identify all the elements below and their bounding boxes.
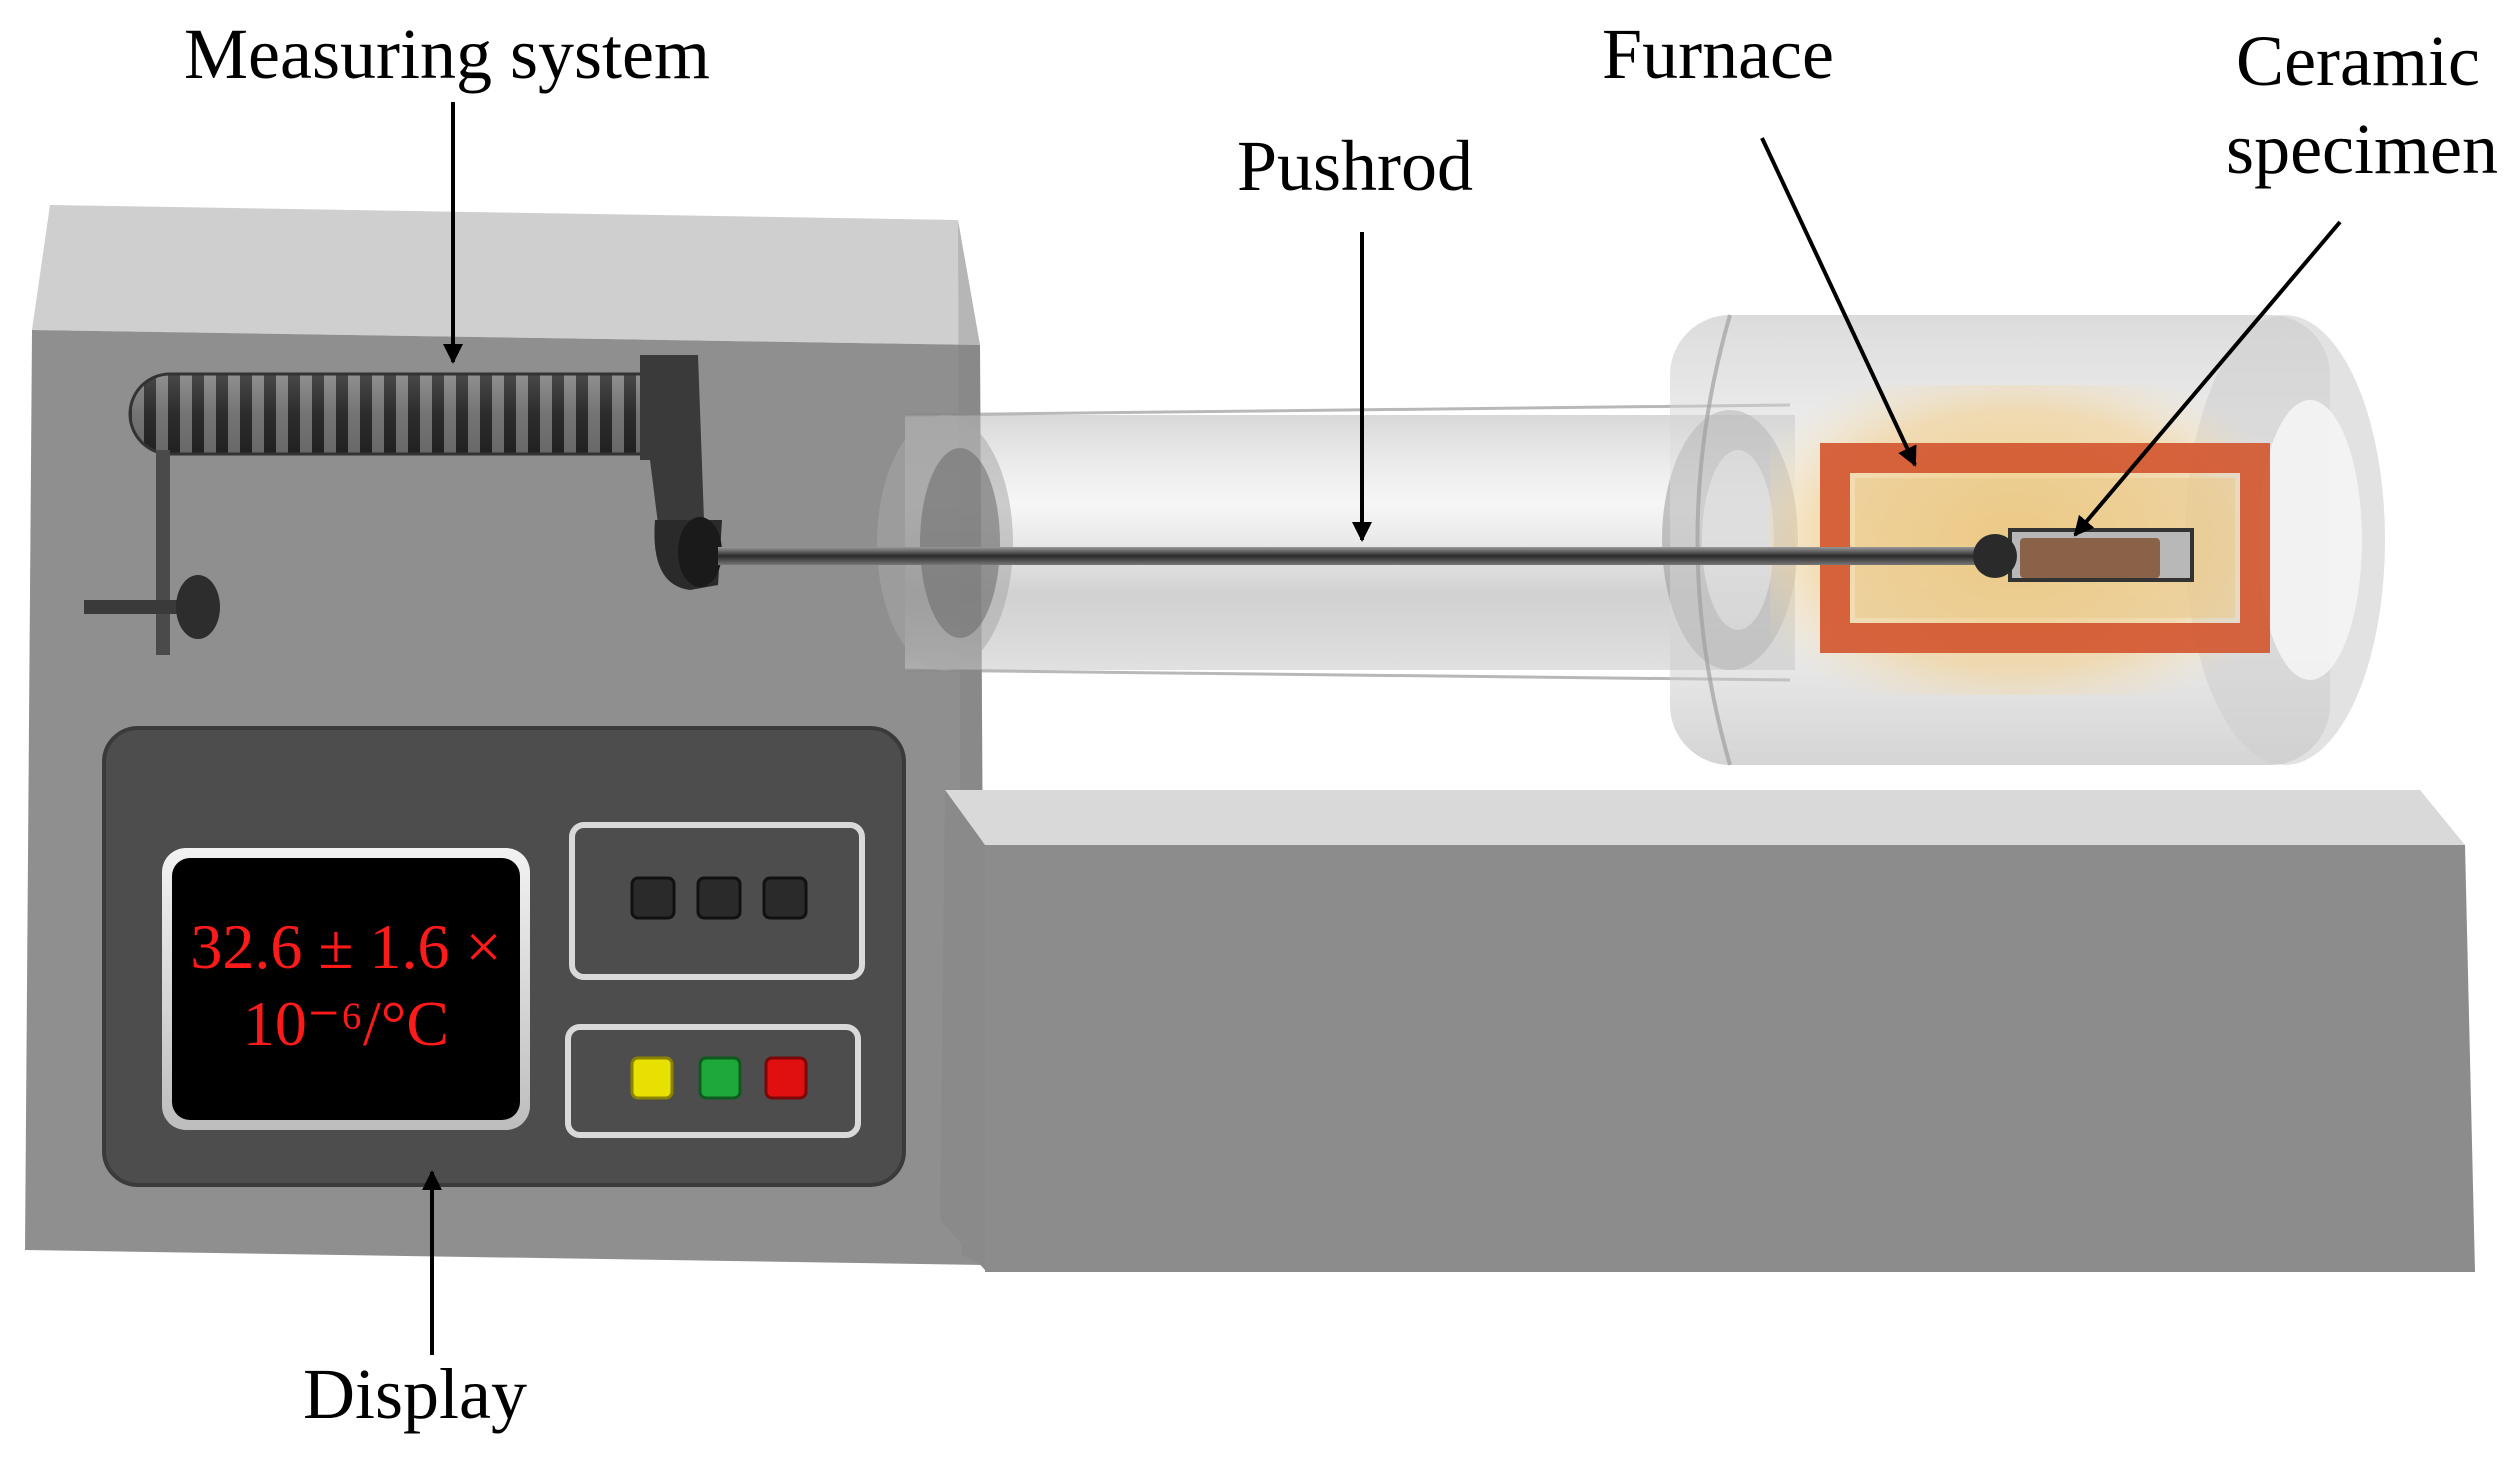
instrument-base [940, 790, 2475, 1272]
control-panel: 32.6 ± 1.6 × 10⁻⁶/°C [102, 726, 906, 1187]
pushrod-tip [1973, 534, 2017, 578]
display-screen [172, 858, 520, 1120]
pushrod-tube [877, 403, 1798, 682]
base-top-face [945, 790, 2465, 845]
pushrod-assembly [718, 528, 2194, 582]
measuring-coil-shade [130, 374, 698, 454]
display-readout-line1: 32.6 ± 1.6 × [190, 911, 501, 982]
label-ceramic: Ceramic [2236, 21, 2480, 101]
housing-top-face [32, 205, 980, 345]
ceramic-specimen [2020, 538, 2160, 578]
base-front-face [985, 845, 2475, 1272]
rod-connector-face [678, 517, 722, 587]
display-readout-line2: 10⁻⁶/°C [243, 988, 449, 1059]
tube-left-bore [920, 448, 1000, 638]
coil-bracket [640, 355, 704, 540]
label-pushrod: Pushrod [1237, 126, 1473, 206]
labels: Measuring system Pushrod Furnace Ceramic… [184, 14, 2498, 1434]
coil-post [156, 450, 170, 655]
pushrod [718, 547, 1980, 565]
measuring-system [84, 355, 722, 655]
tube-body [905, 415, 1795, 670]
label-specimen: specimen [2226, 109, 2498, 189]
label-measuring-system: Measuring system [184, 14, 710, 94]
control-button-1[interactable] [630, 876, 676, 920]
label-display: Display [303, 1354, 527, 1434]
control-button-3[interactable] [762, 876, 808, 920]
specimen-arrow [2073, 220, 2342, 537]
leader-arrows [422, 102, 2342, 1355]
adjuster-knob[interactable] [176, 575, 220, 639]
furnace-arrow [1760, 137, 1917, 467]
base-left-bevel [940, 790, 985, 1270]
red-button[interactable] [764, 1056, 808, 1100]
yellow-button[interactable] [630, 1056, 674, 1100]
control-button-2[interactable] [696, 876, 742, 920]
green-button[interactable] [698, 1056, 742, 1100]
label-furnace: Furnace [1602, 14, 1834, 94]
adjuster-shaft [84, 600, 194, 614]
furnace-right-bore [2258, 400, 2362, 680]
